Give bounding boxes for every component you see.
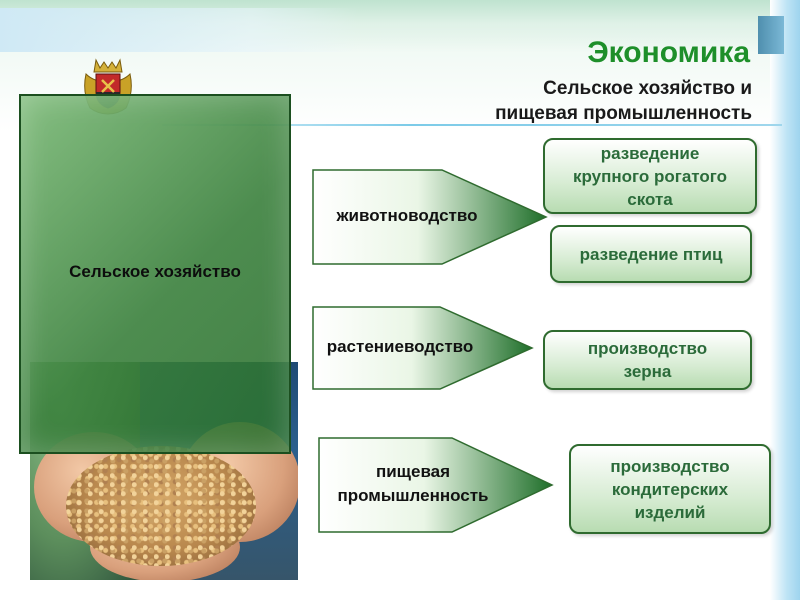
subtitle-line-1: Сельское хозяйство и xyxy=(543,78,752,99)
arrow-food-industry-label: пищевая промышленность xyxy=(318,460,508,508)
result-grain-line-2: зерна xyxy=(623,362,672,381)
result-grain-production: производство зерна xyxy=(543,330,752,390)
result-cattle-breeding: разведение крупного рогатого скота xyxy=(543,138,757,214)
result-poultry-line-1: разведение птиц xyxy=(579,244,723,264)
main-box-label: Сельское хозяйство xyxy=(69,262,241,281)
arrow-livestock-label: животноводство xyxy=(336,206,478,225)
result-poultry-breeding: разведение птиц xyxy=(550,225,752,283)
result-cattle-line-2: крупного рогатого xyxy=(572,166,728,186)
result-confectionery-line-1: производство xyxy=(610,456,730,476)
arrow-food-industry-line-1: пищевая xyxy=(375,462,451,481)
subtitle-line-2: пищевая промышленность xyxy=(495,103,752,124)
grain-hands-photo xyxy=(30,362,298,580)
result-confectionery-production: производство кондитерских изделий xyxy=(569,444,771,534)
right-decorative-stripe xyxy=(770,0,800,600)
arrow-livestock: животноводство xyxy=(312,168,548,266)
result-confectionery-line-2: кондитерских xyxy=(611,479,729,499)
arrow-food-industry-line-2: промышленность xyxy=(337,486,489,505)
arrow-crop-farming-label: растениеводство xyxy=(326,337,474,356)
slide-subtitle: Сельское хозяйство и пищевая промышленно… xyxy=(412,76,752,126)
result-cattle-line-3: скота xyxy=(627,189,673,209)
result-confectionery-line-3: изделий xyxy=(634,502,706,522)
arrow-crop-farming: растениеводство xyxy=(312,305,534,391)
corner-decor-square xyxy=(758,16,784,54)
result-cattle-line-1: разведение xyxy=(600,143,700,163)
agriculture-main-box: Сельское хозяйство xyxy=(19,94,291,454)
slide-title: Экономика xyxy=(587,36,750,69)
arrow-food-industry: пищевая промышленность xyxy=(318,436,554,534)
result-grain-line-1: производство xyxy=(587,339,708,358)
header-divider xyxy=(162,124,782,126)
header-band-accent xyxy=(0,8,360,52)
